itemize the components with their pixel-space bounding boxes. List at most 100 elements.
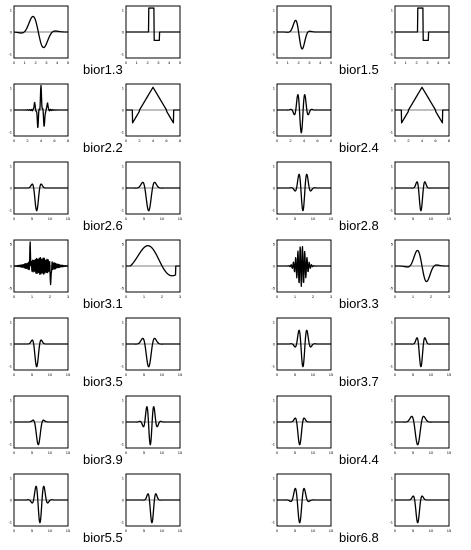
y-tick-label: 0 — [10, 30, 13, 35]
y-tick-label: 0 — [273, 342, 276, 347]
x-tick-label: 6 — [53, 138, 56, 143]
waveform-curve — [276, 417, 332, 446]
x-tick-label: 10 — [311, 216, 316, 221]
x-tick-label: 2 — [430, 294, 433, 299]
y-tick-label: 0 — [122, 264, 125, 269]
x-tick-label: 5 — [412, 372, 415, 377]
x-tick-label: 0 — [276, 372, 279, 377]
x-tick-label: 4 — [152, 138, 155, 143]
x-tick-label: 0 — [394, 294, 397, 299]
x-tick-label: 2 — [146, 60, 149, 65]
y-tick-label: 1 — [391, 86, 394, 91]
x-tick-label: 15 — [329, 372, 334, 377]
x-tick-label: 0 — [125, 138, 128, 143]
waveform-curve — [276, 246, 332, 287]
x-tick-label: 0 — [276, 450, 279, 455]
x-tick-label: 2 — [138, 138, 141, 143]
y-tick-label: -1 — [8, 441, 12, 446]
wavelet-name-label: bior3.7 — [339, 374, 379, 389]
waveform-curve — [125, 406, 181, 446]
x-tick-label: 10 — [429, 450, 434, 455]
x-tick-label: 5 — [143, 216, 146, 221]
x-tick-label: 0 — [276, 216, 279, 221]
x-tick-label: 15 — [329, 216, 334, 221]
x-tick-label: 0 — [125, 60, 128, 65]
waveform-curve — [125, 7, 181, 42]
x-tick-label: 5 — [67, 60, 70, 65]
wavelet-name-label: bior2.8 — [339, 218, 379, 233]
y-tick-label: 1 — [122, 398, 125, 403]
waveform-curve — [125, 337, 181, 368]
y-tick-label: -1 — [120, 51, 124, 56]
x-tick-label: 3 — [330, 294, 333, 299]
y-tick-label: 1 — [10, 86, 13, 91]
x-tick-label: 8 — [448, 138, 451, 143]
waveform-curve — [125, 181, 181, 212]
x-tick-label: 15 — [178, 450, 183, 455]
x-tick-label: 0 — [13, 528, 16, 533]
x-tick-label: 10 — [48, 528, 53, 533]
y-tick-label: 5 — [273, 242, 276, 247]
y-tick-label: 1 — [10, 398, 13, 403]
waveform-curve — [13, 15, 69, 49]
x-tick-label: 1 — [405, 60, 408, 65]
y-tick-label: 0 — [391, 498, 394, 503]
x-tick-label: 2 — [297, 60, 300, 65]
x-tick-label: 5 — [330, 60, 333, 65]
x-tick-label: 0 — [276, 60, 279, 65]
waveform-curve — [394, 415, 450, 446]
waveform-curve — [276, 173, 332, 212]
y-tick-label: 0 — [10, 108, 13, 113]
x-tick-label: 15 — [178, 528, 183, 533]
y-tick-label: 1 — [273, 86, 276, 91]
y-tick-label: 0 — [10, 264, 13, 269]
y-tick-label: 0 — [10, 498, 13, 503]
y-tick-label: -1 — [8, 51, 12, 56]
waveform-curve — [276, 19, 332, 50]
waveform-curve — [394, 337, 450, 368]
waveform-curve — [13, 485, 69, 524]
x-tick-label: 2 — [415, 60, 418, 65]
y-tick-label: 1 — [273, 320, 276, 325]
x-tick-label: 0 — [394, 216, 397, 221]
x-tick-label: 1 — [143, 294, 146, 299]
x-tick-label: 3 — [157, 60, 160, 65]
y-tick-label: 0 — [391, 186, 394, 191]
x-tick-label: 5 — [448, 60, 451, 65]
waveform-curve — [394, 7, 450, 42]
y-tick-label: 0 — [122, 342, 125, 347]
x-tick-label: 5 — [143, 372, 146, 377]
x-tick-label: 15 — [178, 372, 183, 377]
x-tick-label: 15 — [66, 216, 71, 221]
y-tick-label: -1 — [8, 129, 12, 134]
x-tick-label: 15 — [66, 372, 71, 377]
y-tick-label: 0 — [391, 420, 394, 425]
y-tick-label: 0 — [273, 498, 276, 503]
y-tick-label: -1 — [8, 363, 12, 368]
x-tick-label: 5 — [294, 216, 297, 221]
x-tick-label: 3 — [448, 294, 451, 299]
x-tick-label: 5 — [31, 450, 34, 455]
y-tick-label: 1 — [122, 164, 125, 169]
y-tick-label: 0 — [391, 264, 394, 269]
x-tick-label: 2 — [312, 294, 315, 299]
waveform-curve — [13, 183, 69, 212]
x-tick-label: 3 — [426, 60, 429, 65]
wavelet-name-label: bior5.5 — [83, 530, 123, 545]
x-tick-label: 6 — [316, 138, 319, 143]
x-tick-label: 15 — [447, 450, 452, 455]
wavelet-name-label: bior3.1 — [83, 296, 123, 311]
